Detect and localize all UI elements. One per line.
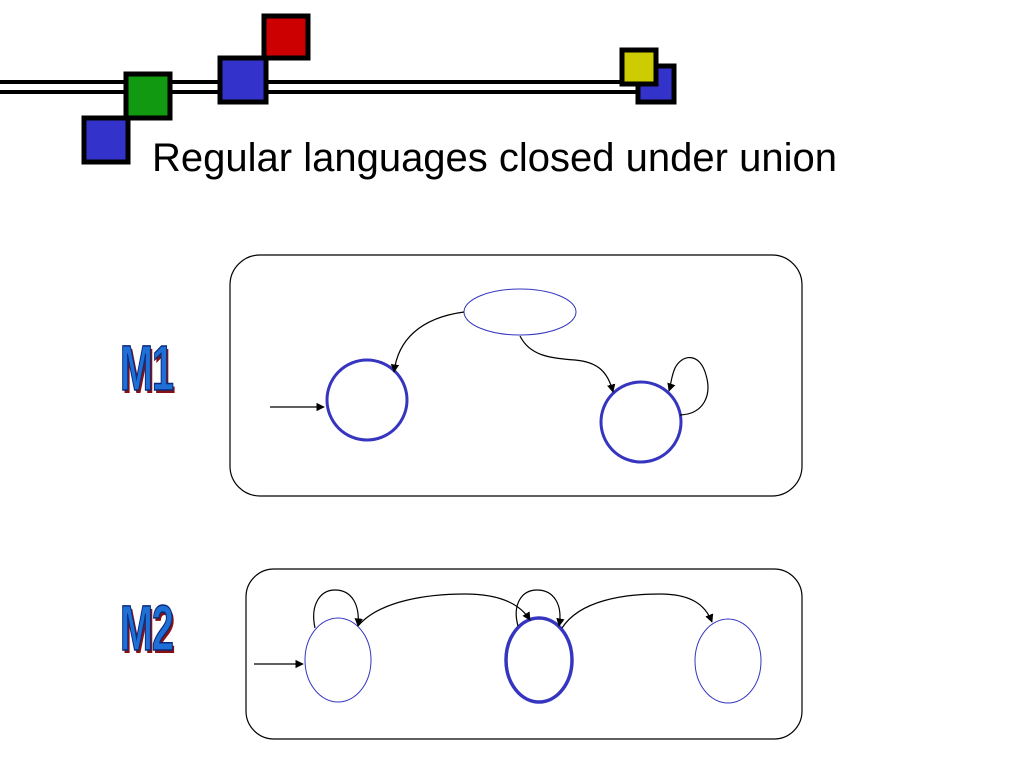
square-yellow: [619, 47, 659, 87]
m2-state-start: [304, 617, 372, 703]
square-green: [123, 71, 173, 121]
square-red: [261, 13, 311, 61]
m2-self-loop-middle: [515, 589, 565, 627]
machine-label-m1: M1: [120, 332, 175, 404]
m1-state-start: [325, 358, 409, 442]
m1-state-right: [599, 380, 683, 464]
machine-m2-frame: [245, 568, 803, 740]
machine-m2: [245, 568, 803, 740]
m1-state-top: [463, 288, 577, 336]
m2-transition-middle-to-right: [561, 593, 714, 629]
m2-transition-start-to-middle: [357, 593, 531, 627]
slide-title: Regular languages closed under union: [152, 136, 837, 180]
m1-transition-top-to-start: [390, 311, 465, 373]
machine-m1-frame: [229, 254, 803, 497]
header-rule-lines: [0, 80, 650, 94]
m1-self-loop-right: [667, 357, 709, 416]
square-blue-top: [217, 55, 269, 105]
m2-self-loop-start: [313, 589, 363, 629]
header-decoration: [0, 13, 677, 165]
machine-label-m2: M2: [120, 592, 175, 664]
machine-m1: [229, 254, 803, 497]
m1-transition-top-to-right: [519, 335, 616, 393]
square-blue-left: [81, 115, 131, 165]
m2-state-middle: [504, 616, 574, 704]
m2-state-right: [694, 618, 762, 704]
